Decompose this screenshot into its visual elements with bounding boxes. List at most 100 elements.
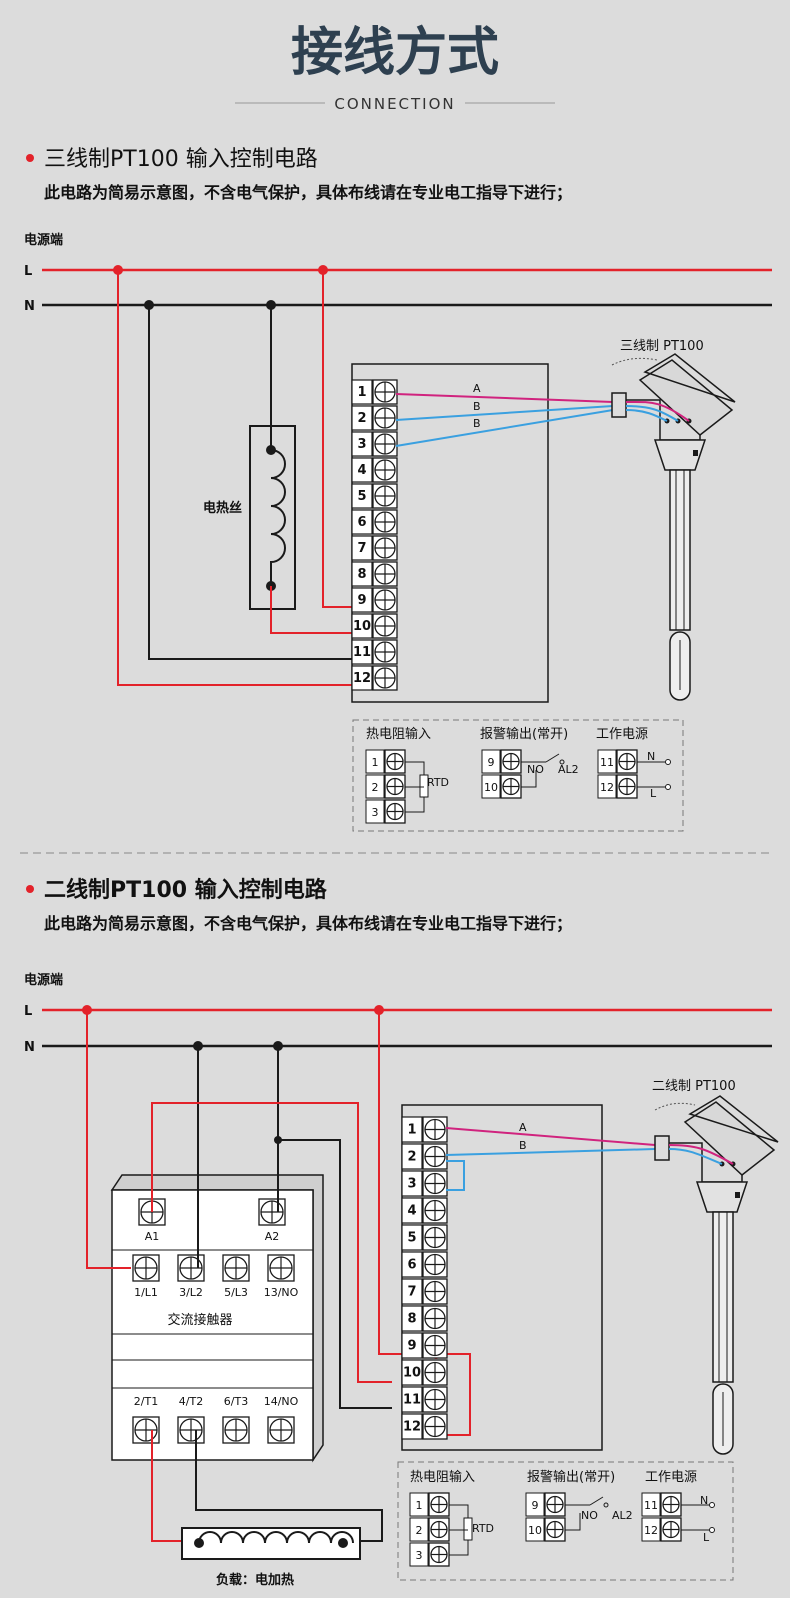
- wire-l-to-l1: [86, 1010, 131, 1269]
- contactor-name: 交流接触器: [167, 1312, 232, 1328]
- junction-dot: [338, 1538, 348, 1548]
- legend-box: [352, 719, 684, 832]
- terminal-screw-icon: [422, 1332, 448, 1359]
- terminal-number: 6: [357, 515, 366, 530]
- wire-a-label: A: [473, 382, 481, 395]
- legend-screw-icon: [500, 749, 522, 774]
- wire-a1-to-10: [151, 1102, 392, 1383]
- wire-b: [395, 409, 614, 447]
- pt100-sensor-icon: [654, 1095, 779, 1455]
- legend-rtd-label: RTD: [427, 776, 449, 789]
- contactor-term-label: 3/L2: [179, 1286, 203, 1299]
- terminal-number: 11: [353, 645, 371, 660]
- wire-t1-to-load: [151, 1430, 185, 1542]
- legend-screw-icon: [428, 1542, 450, 1567]
- terminal-screw-icon: [422, 1305, 448, 1332]
- terminal-number: 8: [407, 1312, 416, 1327]
- bullet-dot: [26, 885, 34, 893]
- terminal-screw-icon: [372, 535, 398, 561]
- legend-screw-icon: [660, 1517, 682, 1542]
- terminal-number: 8: [357, 567, 366, 582]
- legend-terminal-number: 12: [644, 1524, 658, 1537]
- contactor-screw-icon: [222, 1254, 250, 1282]
- terminal-screw-icon: [422, 1170, 448, 1197]
- contactor-screw-icon: [132, 1254, 160, 1282]
- terminal-screw-icon: [372, 483, 398, 509]
- legend-terminal-number: 11: [644, 1499, 658, 1512]
- legend-terminal-number: 1: [372, 756, 379, 769]
- wire-b: [395, 405, 614, 421]
- load-coil: [198, 1531, 354, 1544]
- legend-terminal-number: 2: [372, 781, 379, 794]
- legend-screw-icon: [660, 1492, 682, 1517]
- legend-screw-icon: [384, 749, 406, 774]
- section1-note: 此电路为简易示意图，不含电气保护，具体布线请在专业电工指导下进行；: [44, 183, 572, 202]
- terminal-number: 5: [357, 489, 366, 504]
- wire-a: [445, 1127, 656, 1146]
- terminal-screw-icon: [372, 431, 398, 457]
- coil-screw-icon: [258, 1198, 286, 1226]
- bullet-dot: [26, 154, 34, 162]
- wire-9-to-12: [436, 1353, 471, 1436]
- terminal-number: 9: [357, 593, 366, 608]
- page-subtitle: CONNECTION: [334, 95, 455, 113]
- wire-a-label: A: [519, 1121, 527, 1134]
- legend-terminal-number: 2: [416, 1524, 423, 1537]
- junction-dot: [266, 445, 276, 455]
- legend-terminal-number: 9: [532, 1499, 539, 1512]
- legend-screw-icon: [428, 1492, 450, 1517]
- legend-alarm-title: 报警输出(常开): [527, 1469, 615, 1485]
- terminal-number: 10: [353, 619, 371, 634]
- legend-screw-icon: [500, 774, 522, 799]
- wire-b-label: B: [473, 400, 481, 413]
- line-l-label: L: [24, 1004, 32, 1019]
- legend-no-label: NO: [581, 1509, 598, 1522]
- terminal-screw-icon: [422, 1278, 448, 1305]
- heater-box: [249, 425, 296, 610]
- legend-screw-icon: [616, 774, 638, 799]
- terminal-screw-icon: [422, 1143, 448, 1170]
- legend-rtd-title: 热电阻输入: [366, 726, 431, 742]
- contactor-screw-icon: [267, 1254, 295, 1282]
- contactor-screw-icon: [177, 1254, 205, 1282]
- legend-terminal-number: 11: [600, 756, 614, 769]
- contactor-screw-icon: [132, 1416, 160, 1444]
- legend-terminal-number: 10: [528, 1524, 542, 1537]
- contactor-term-label: 6/T3: [224, 1395, 248, 1408]
- legend-terminal-number: 1: [416, 1499, 423, 1512]
- terminal-screw-icon: [422, 1413, 448, 1440]
- heater-coil: [270, 305, 286, 586]
- line-n-label: N: [24, 1040, 35, 1055]
- terminal-number: 3: [357, 437, 366, 452]
- terminal-number: 5: [407, 1231, 416, 1246]
- section2-heading: 二线制PT100 输入控制电路: [44, 877, 328, 903]
- coil-a1-label: A1: [145, 1230, 160, 1243]
- line-n-label: N: [24, 299, 35, 314]
- legend-terminal-number: 3: [372, 806, 379, 819]
- legend-n-label: N: [700, 1494, 708, 1507]
- legend-terminal-number: 12: [600, 781, 614, 794]
- terminal-screw-icon: [422, 1197, 448, 1224]
- terminal-screw-icon: [372, 457, 398, 483]
- legend-terminal-number: 3: [416, 1549, 423, 1562]
- terminal-screw-icon: [372, 379, 398, 405]
- wire-b-label: B: [473, 417, 481, 430]
- contactor-screw-icon: [267, 1416, 295, 1444]
- terminal-number: 4: [357, 463, 366, 478]
- terminal-number: 10: [403, 1366, 421, 1381]
- wire-n-to-11: [148, 305, 385, 660]
- terminal-number: 3: [407, 1177, 416, 1192]
- ac-contactor: [110, 1174, 324, 1463]
- contactor-term-label: 5/L3: [224, 1286, 248, 1299]
- legend-l-label: L: [703, 1531, 710, 1544]
- sensor-label: 三线制 PT100: [620, 339, 704, 354]
- contactor-term-label: 13/NO: [264, 1286, 299, 1299]
- terminal-number: 2: [407, 1150, 416, 1165]
- wire-b: [445, 1148, 656, 1156]
- legend-box: [397, 1461, 734, 1581]
